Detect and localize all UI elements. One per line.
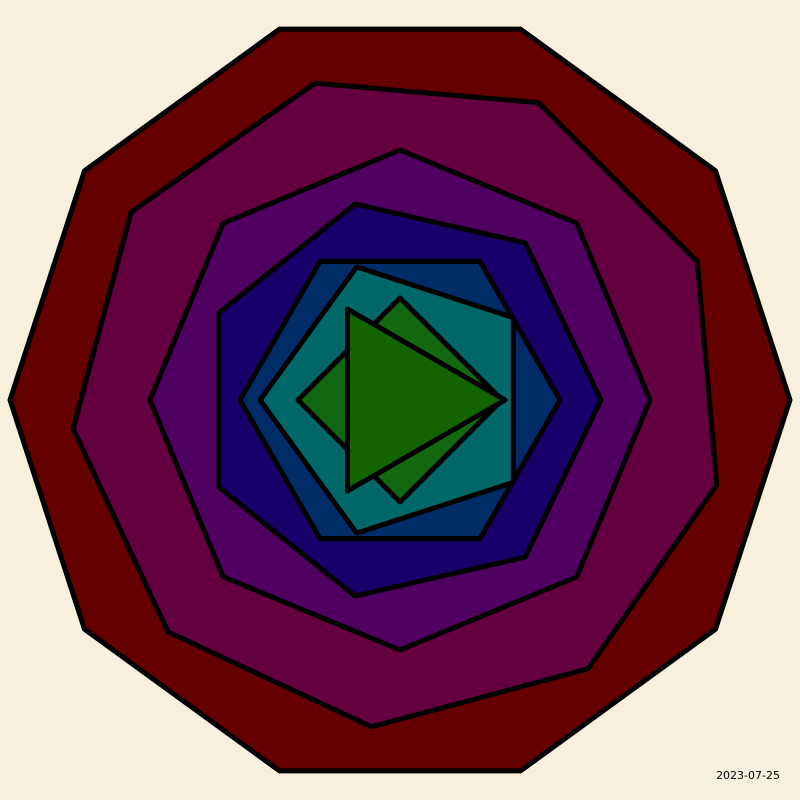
nested-polygons	[7, 26, 793, 774]
triangle-polygon	[345, 306, 508, 494]
date-label: 2023-07-25	[716, 769, 780, 782]
